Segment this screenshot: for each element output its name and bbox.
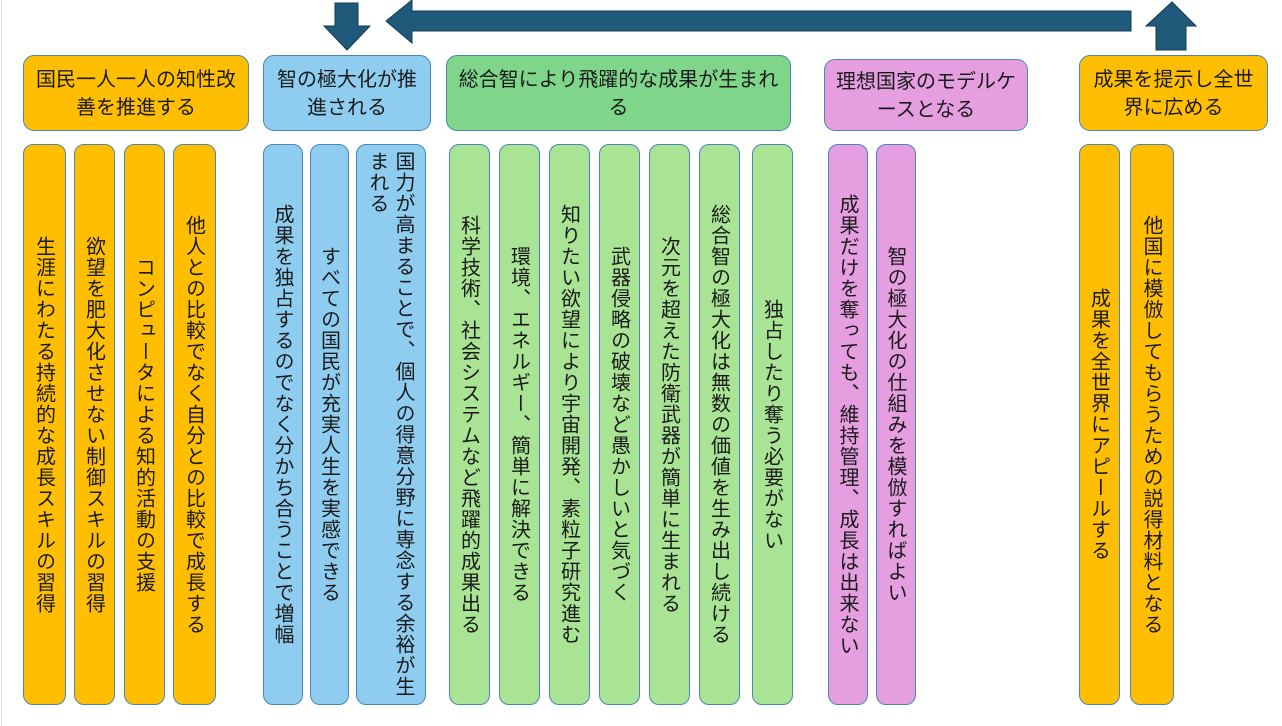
header-maximize-wisdom: 智の極大化が推進される — [263, 55, 431, 131]
header-spread-worldwide: 成果を提示し全世界に広める — [1079, 55, 1268, 131]
down-arrow — [322, 2, 372, 51]
item-national-power: 国力が高まることで、個人の得意分野に専念する余裕が生まれる — [356, 144, 426, 705]
item-self-comparison: 他人との比較でなく自分との比較で成長する — [173, 144, 216, 705]
item-lifelong-growth: 生涯にわたる持続的な成長スキルの習得 — [23, 144, 66, 705]
item-cannot-steal: 成果だけを奪っても、維持管理、成長は出来ない — [828, 144, 868, 705]
item-persuasion-material: 他国に模倣してもらうための説得材料となる — [1130, 144, 1174, 705]
item-imitate-system: 智の極大化の仕組みを模倣すればよい — [876, 144, 916, 705]
item-weapons-folly: 武器侵略の破壊など愚かしいと気づく — [599, 144, 640, 705]
item-infinite-value: 総合智の極大化は無数の価値を生み出し続ける — [699, 144, 740, 705]
item-science-society: 科学技術、社会システムなど飛躍的成果出る — [449, 144, 490, 705]
flow-arrows — [322, 0, 1198, 51]
item-no-monopoly: 独占したり奪う必要がない — [752, 144, 793, 705]
header-knowledge-improvement: 国民一人一人の知性改善を推進する — [23, 55, 249, 131]
long-left-arrow — [385, 0, 1132, 45]
item-appeal-world: 成果を全世界にアピールする — [1079, 144, 1120, 705]
item-fulfilling-life: すべての国民が充実人生を実感できる — [310, 144, 349, 705]
item-space-research: 知りたい欲望により宇宙開発、素粒子研究進む — [549, 144, 590, 705]
item-share-results: 成果を独占するのでなく分かち合うことで増幅 — [263, 144, 303, 705]
item-desire-control: 欲望を肥大化させない制御スキルの習得 — [74, 144, 115, 705]
item-defense-weapons: 次元を超えた防衛武器が簡単に生まれる — [649, 144, 690, 705]
header-breakthrough: 総合智により飛躍的な成果が生まれる — [446, 55, 791, 131]
header-model-case: 理想国家のモデルケースとなる — [824, 59, 1028, 131]
item-computer-support: コンピュータによる知的活動の支援 — [124, 144, 165, 705]
item-environment-energy: 環境、エネルギー、簡単に解決できる — [499, 144, 540, 705]
up-arrow — [1144, 1, 1198, 51]
page-edge-line — [1, 0, 2, 726]
